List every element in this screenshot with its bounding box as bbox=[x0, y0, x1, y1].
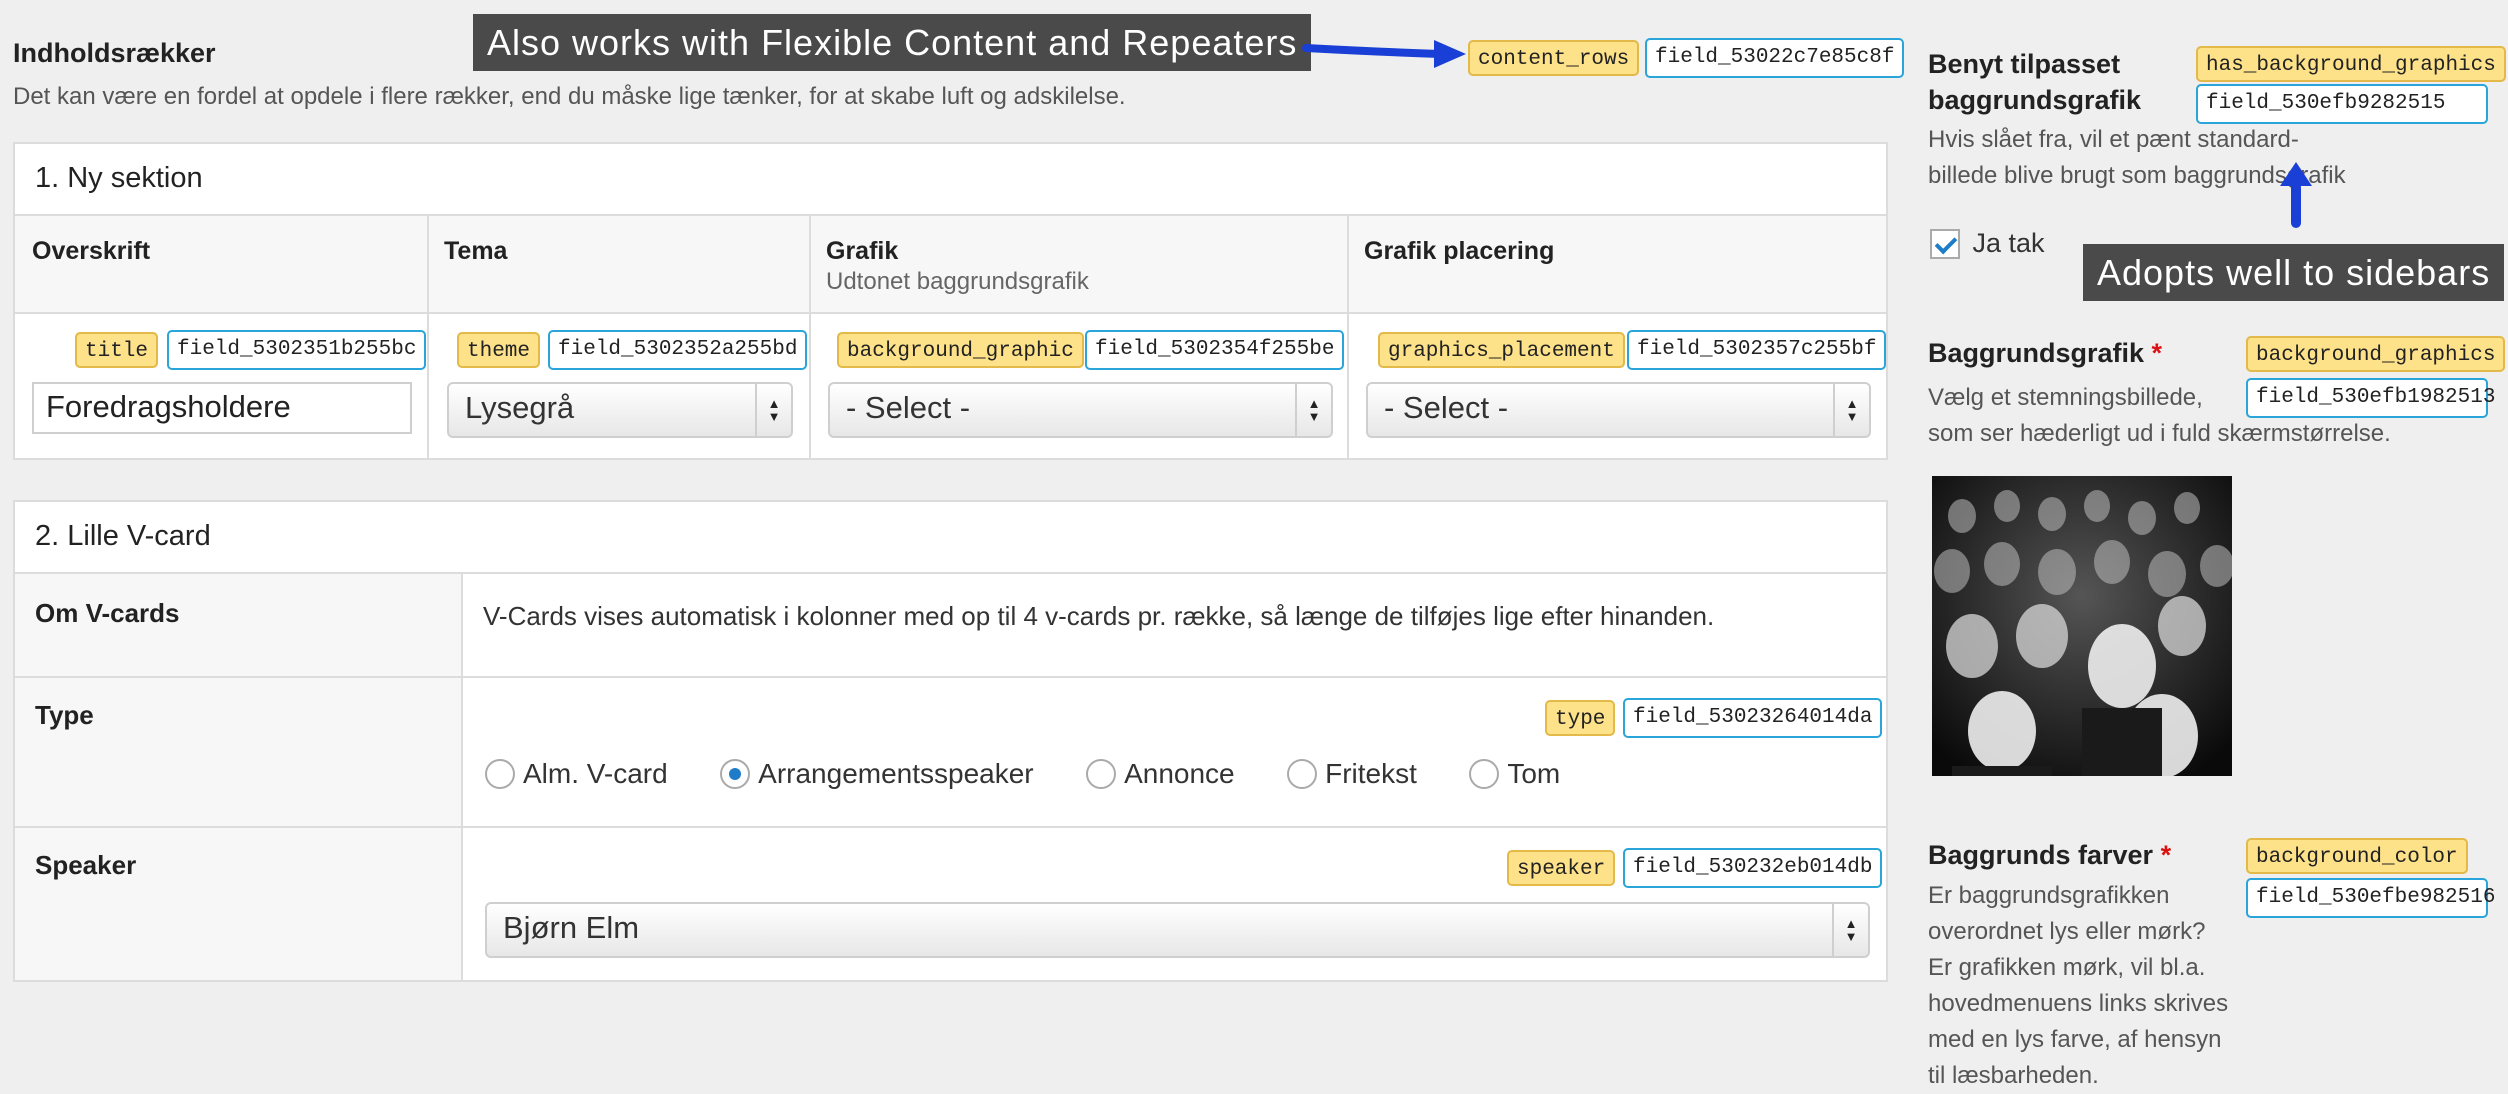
radio-option-alm-vcard[interactable]: Alm. V-card bbox=[485, 758, 668, 790]
background-graphics-key-tag: field_530efb1982513 bbox=[2246, 378, 2495, 418]
content-rows-name-tag: content_rows bbox=[1468, 40, 1640, 76]
title-key-tag: field_5302351b255bc bbox=[167, 330, 427, 370]
divider bbox=[1347, 216, 1349, 458]
divider bbox=[461, 574, 463, 980]
divider bbox=[15, 214, 1886, 216]
required-mark: * bbox=[2151, 338, 2163, 368]
radio-button[interactable] bbox=[485, 759, 515, 789]
radio-button[interactable] bbox=[1469, 759, 1500, 789]
has-background-graphics-name-tag: has_background_graphics bbox=[2196, 46, 2506, 82]
column-header-overskrift: Overskrift bbox=[32, 237, 151, 265]
speaker-key-tag: field_530232eb014db bbox=[1623, 848, 1883, 888]
select-arrows-icon: ▲▼ bbox=[1295, 384, 1331, 436]
section-small-vcard: 2. Lille V-card Om V-cards V-Cards vises… bbox=[13, 500, 1888, 982]
has-background-graphics-key-tag: field_530efb9282515 bbox=[2196, 84, 2488, 124]
speaker-label: Speaker bbox=[35, 850, 137, 880]
divider bbox=[809, 216, 811, 458]
column-subheader-grafik: Udtonet baggrundsgrafik bbox=[826, 268, 1089, 295]
ja-tak-label: Ja tak bbox=[1972, 228, 2045, 258]
callout-sidebars: Adopts well to sidebars bbox=[2083, 244, 2505, 301]
background-graphics-name-tag: background_graphics bbox=[2246, 336, 2506, 372]
divider bbox=[15, 312, 1886, 314]
radio-option-arrangementsspeaker[interactable]: Arrangementsspeaker bbox=[720, 758, 1034, 790]
column-header-tema: Tema bbox=[444, 237, 508, 265]
divider bbox=[15, 826, 1886, 828]
select-arrows-icon: ▲▼ bbox=[1832, 904, 1868, 956]
type-name-tag: type bbox=[1545, 700, 1616, 736]
content-rows-label: Indholdsrækker bbox=[13, 38, 216, 68]
arrow-up-icon bbox=[2280, 162, 2312, 228]
theme-select[interactable]: Lysegrå ▲▼ bbox=[447, 382, 793, 438]
section-title: 2. Lille V-card bbox=[35, 520, 211, 552]
ja-tak-checkbox[interactable] bbox=[1930, 228, 1960, 259]
radio-option-tom[interactable]: Tom bbox=[1469, 758, 1560, 790]
title-input[interactable]: Foredragsholdere bbox=[32, 382, 412, 434]
background-color-name-tag: background_color bbox=[2246, 838, 2468, 874]
speaker-name-tag: speaker bbox=[1507, 850, 1616, 886]
section-new-section: 1. Ny sektion Overskrift Tema Grafik Udt… bbox=[13, 142, 1888, 460]
radio-button[interactable] bbox=[1086, 759, 1117, 789]
bg-graphic-label: Baggrundsgrafik * bbox=[1928, 338, 2163, 368]
bg-color-description: Er baggrundsgrafikken overordnet lys ell… bbox=[1928, 882, 2229, 1089]
radio-option-fritekst[interactable]: Fritekst bbox=[1287, 758, 1417, 790]
background-graphic-select[interactable]: - Select - ▲▼ bbox=[828, 382, 1333, 438]
om-vcards-text: V-Cards vises automatisk i kolonner med … bbox=[483, 601, 1715, 631]
graphics-placement-select[interactable]: - Select - ▲▼ bbox=[1366, 382, 1871, 438]
theme-select-value: Lysegrå bbox=[465, 390, 575, 425]
background-graphic-key-tag: field_5302354f255be bbox=[1085, 330, 1345, 370]
title-name-tag: title bbox=[75, 332, 159, 368]
bg-color-label: Baggrunds farver * bbox=[1928, 840, 2172, 870]
theme-name-tag: theme bbox=[457, 332, 541, 368]
graphics-placement-key-tag: field_5302357c255bf bbox=[1627, 330, 1887, 370]
required-mark: * bbox=[2160, 840, 2172, 870]
om-vcards-label: Om V-cards bbox=[35, 598, 180, 628]
background-color-key-tag: field_530efbe982516 bbox=[2246, 878, 2495, 918]
speaker-select-value: Bjørn Elm bbox=[503, 910, 640, 945]
divider bbox=[15, 676, 1886, 678]
custom-bg-label: Benyt tilpasset baggrundsgrafik bbox=[1928, 49, 2142, 115]
content-rows-key-tag: field_53022c7e85c8f bbox=[1645, 38, 1905, 78]
ja-tak-checkbox-row[interactable]: Ja tak bbox=[1930, 228, 2045, 259]
callout-flexible-content: Also works with Flexible Content and Rep… bbox=[473, 14, 1312, 71]
radio-button[interactable] bbox=[720, 759, 751, 789]
column-header-grafik: Grafik bbox=[826, 237, 899, 265]
graphics-placement-select-value: - Select - bbox=[1384, 390, 1509, 425]
radio-button[interactable] bbox=[1287, 759, 1318, 789]
section-title: 1. Ny sektion bbox=[35, 162, 203, 194]
speaker-select[interactable]: Bjørn Elm ▲▼ bbox=[485, 902, 1870, 958]
column-header-grafik-placering: Grafik placering bbox=[1364, 237, 1555, 265]
graphics-placement-name-tag: graphics_placement bbox=[1378, 332, 1625, 368]
divider bbox=[427, 216, 429, 458]
type-radio-group: Alm. V-card Arrangementsspeaker Annonce … bbox=[485, 758, 1560, 790]
radio-option-annonce[interactable]: Annonce bbox=[1086, 758, 1235, 790]
type-key-tag: field_53023264014da bbox=[1623, 698, 1883, 738]
arrow-right-icon bbox=[1302, 40, 1466, 68]
background-image-thumbnail[interactable] bbox=[1932, 476, 2232, 776]
custom-bg-description: Hvis slået fra, vil et pænt standard-bil… bbox=[1928, 126, 2346, 189]
bg-graphic-description: Vælg et stemningsbillede, som ser hæderl… bbox=[1928, 384, 2391, 447]
divider bbox=[15, 572, 1886, 574]
label-column bbox=[15, 574, 461, 980]
background-graphic-name-tag: background_graphic bbox=[837, 332, 1084, 368]
select-arrows-icon: ▲▼ bbox=[1833, 384, 1869, 436]
background-graphic-select-value: - Select - bbox=[846, 390, 971, 425]
content-rows-description: Det kan være en fordel at opdele i flere… bbox=[13, 83, 1126, 110]
table-header bbox=[15, 216, 1886, 312]
theme-key-tag: field_5302352a255bd bbox=[548, 330, 808, 370]
type-label: Type bbox=[35, 700, 94, 730]
select-arrows-icon: ▲▼ bbox=[755, 384, 791, 436]
